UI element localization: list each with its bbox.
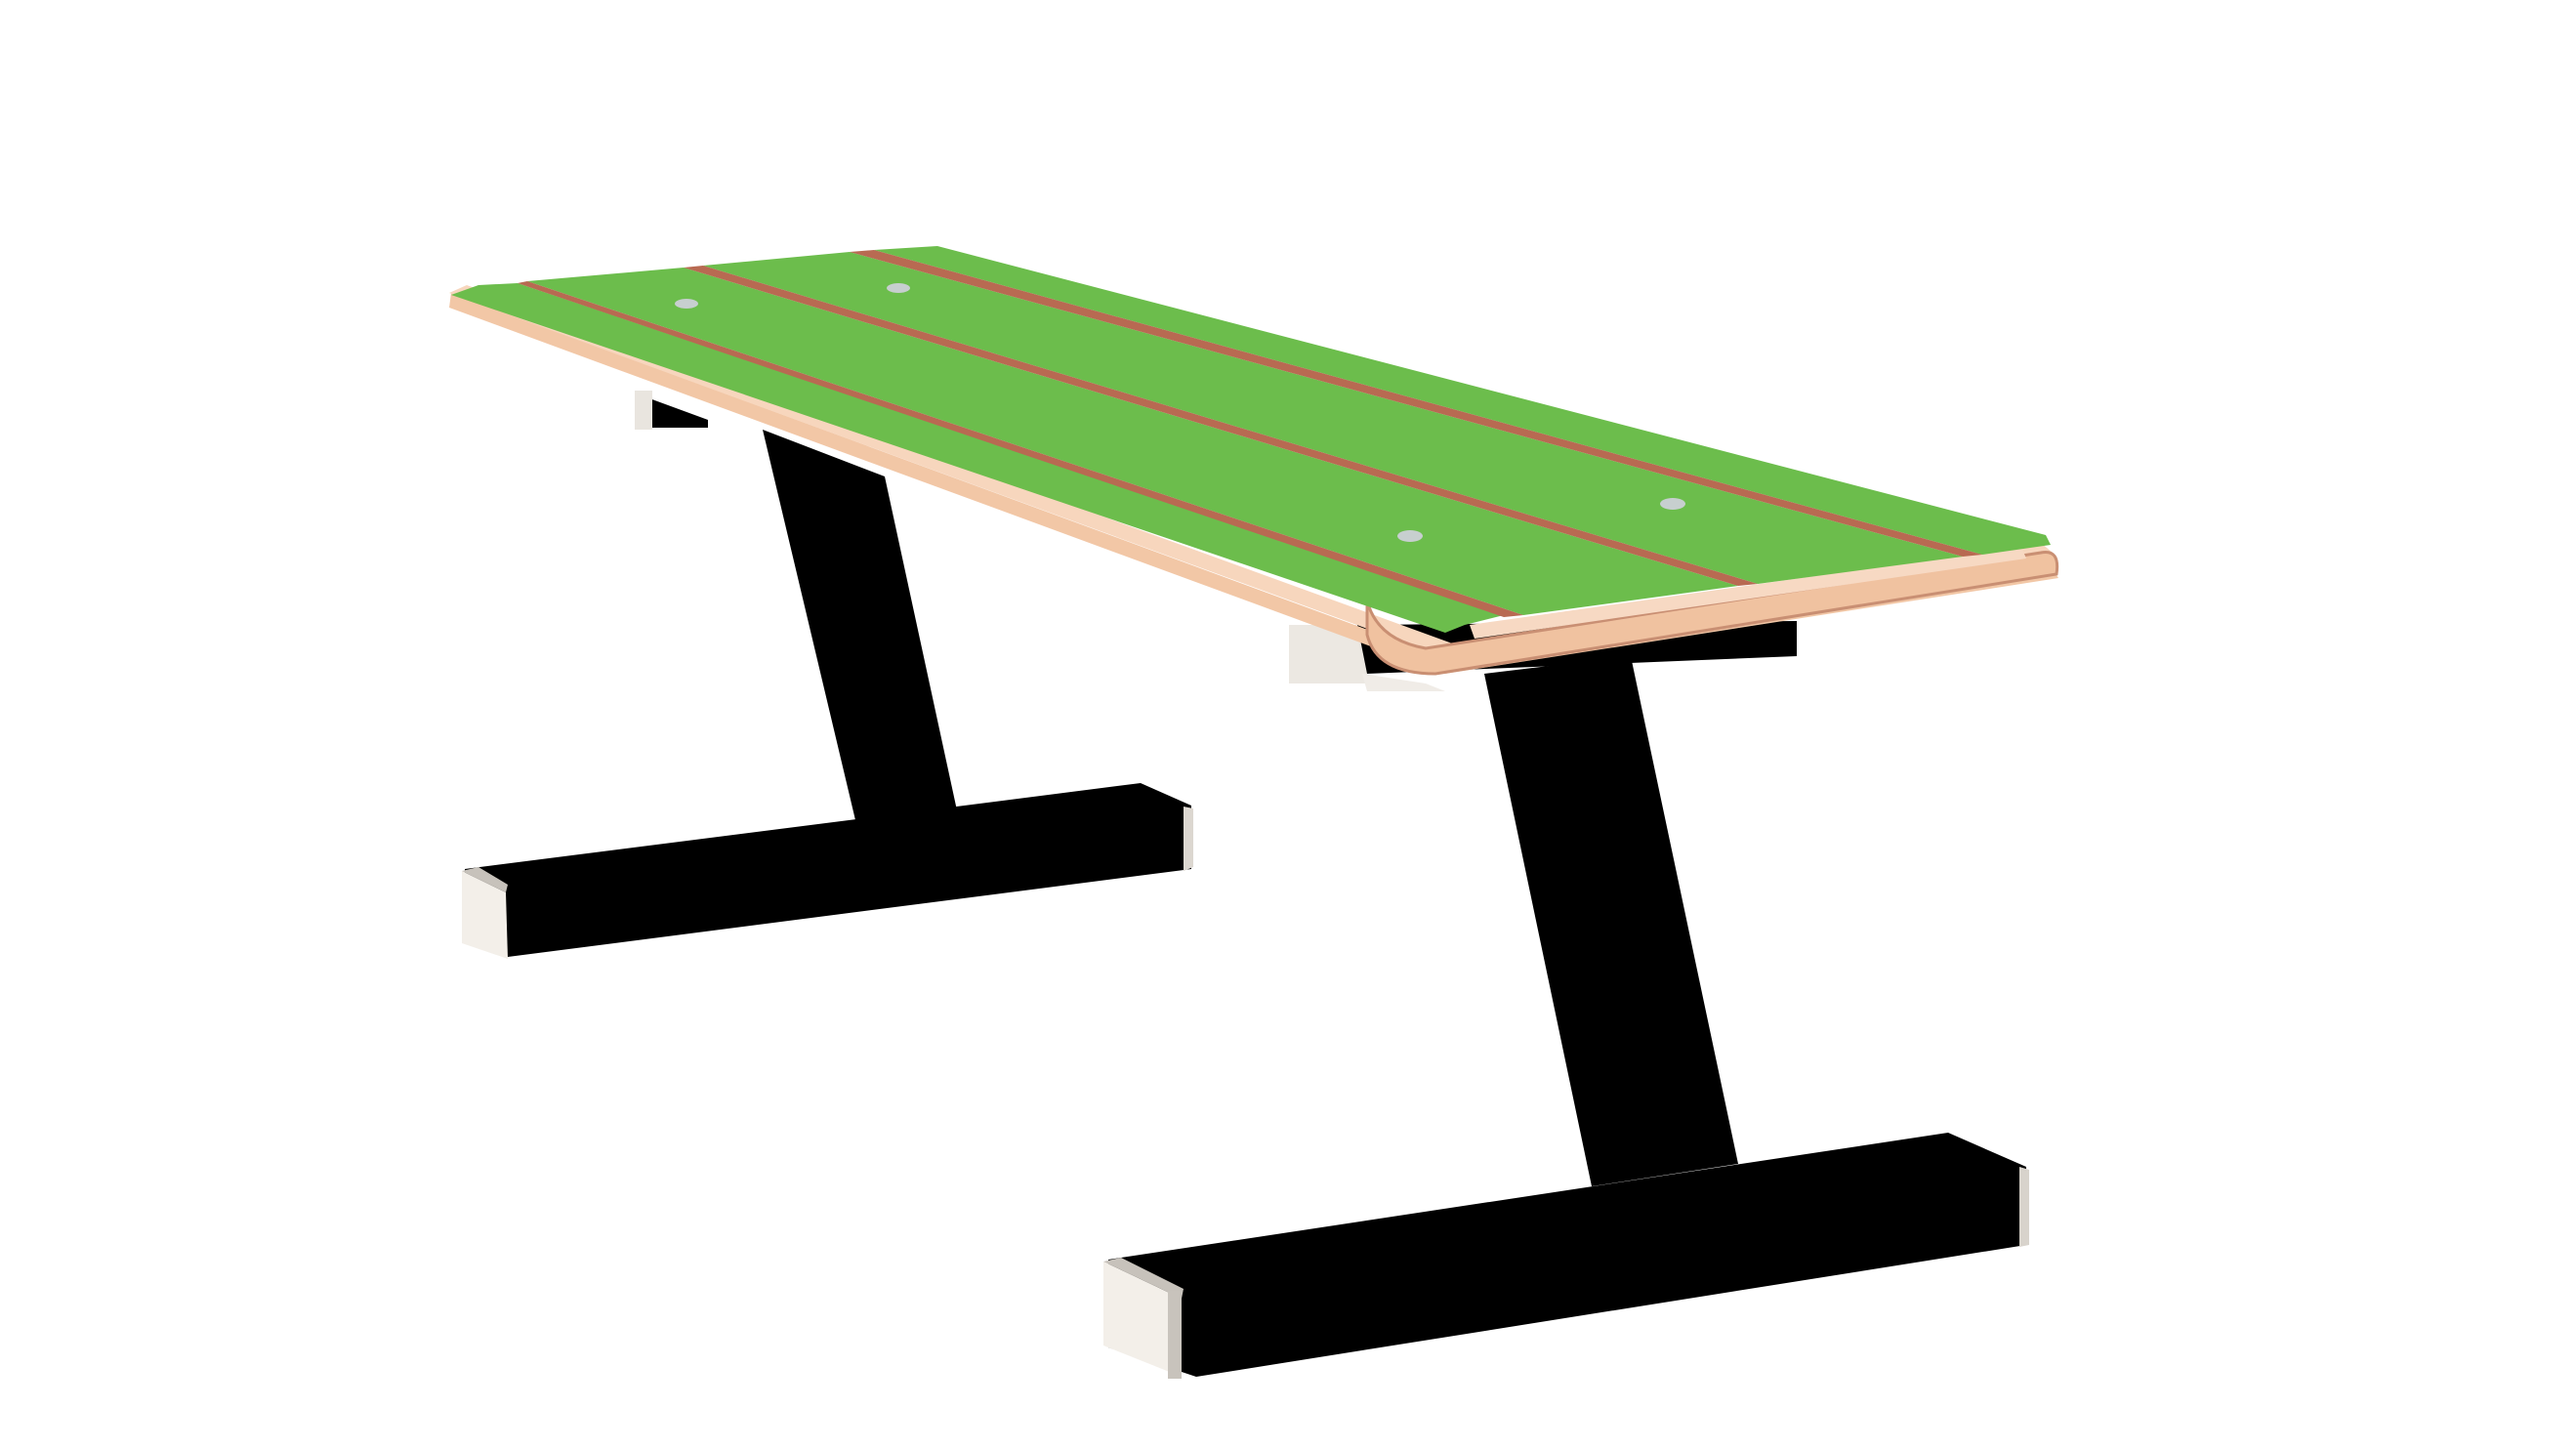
bolt-icon (675, 299, 698, 309)
slat-1 (451, 283, 1504, 633)
right-leg (1103, 656, 2029, 1379)
bolts (675, 283, 1685, 542)
bolt-icon (1397, 530, 1423, 542)
right-foot-cap (1103, 1262, 1182, 1377)
slat-2 (527, 268, 1738, 615)
seat-slats (451, 246, 2051, 633)
left-leg (462, 430, 1193, 959)
rear-left-bracket (635, 391, 708, 430)
left-foot-cap (462, 871, 508, 959)
slat-4 (874, 246, 2051, 555)
left-foot (465, 783, 1191, 957)
bolt-icon (887, 283, 910, 293)
slat-3 (703, 252, 1963, 584)
seat-frame (449, 285, 2059, 676)
bolt-icon (1660, 498, 1685, 510)
right-foot (1108, 1133, 2026, 1377)
